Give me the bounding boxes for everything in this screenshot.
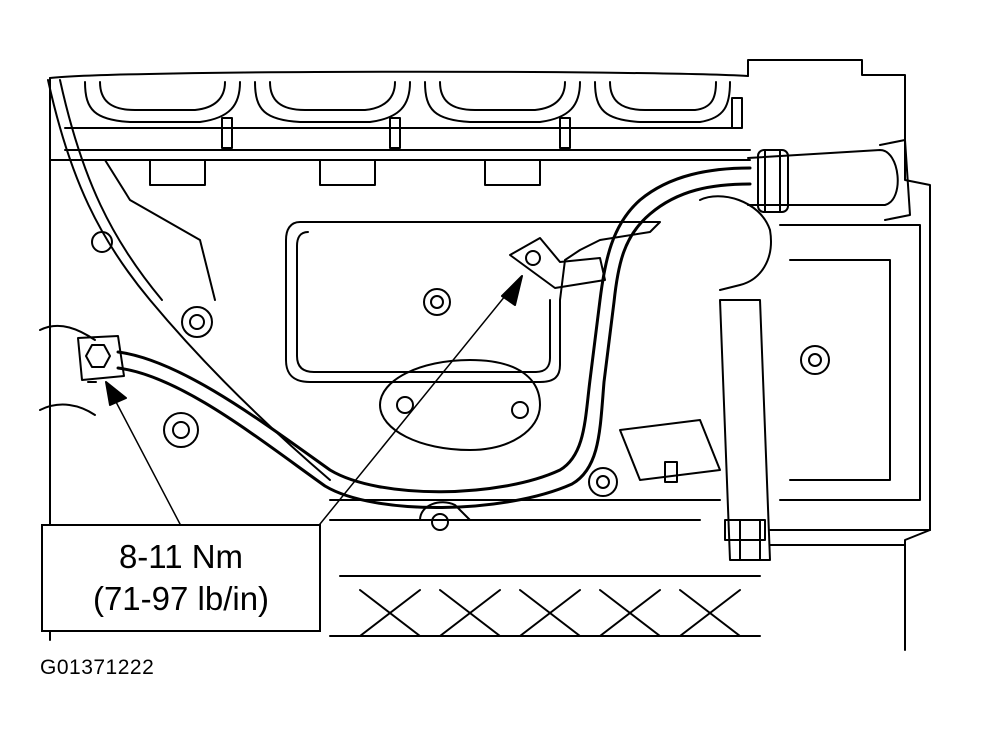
figure-id-label: G01371222 <box>40 656 155 679</box>
oil-pan-ribs <box>329 499 761 637</box>
tube-bracket-left <box>77 335 125 383</box>
torque-callout-box: 8-11 Nm (71-97 lb/in) <box>41 524 321 632</box>
torque-nm-label: 8-11 Nm <box>118 538 244 575</box>
right-side-components <box>699 195 931 561</box>
torque-lbin-label: (71-97 lb/in) <box>92 580 270 617</box>
hose-clamp <box>747 139 911 221</box>
egr-flange <box>379 359 721 483</box>
tube-bracket-upper <box>509 237 606 289</box>
arrowheads <box>105 275 523 406</box>
vent-tube <box>116 166 752 510</box>
head-studs <box>149 97 743 186</box>
cylinder-head-ports <box>64 81 751 161</box>
lower-bracket <box>419 501 471 531</box>
manifold-cover-plate <box>285 221 661 383</box>
cover-bolts <box>91 231 618 497</box>
leader-lines <box>114 289 511 525</box>
